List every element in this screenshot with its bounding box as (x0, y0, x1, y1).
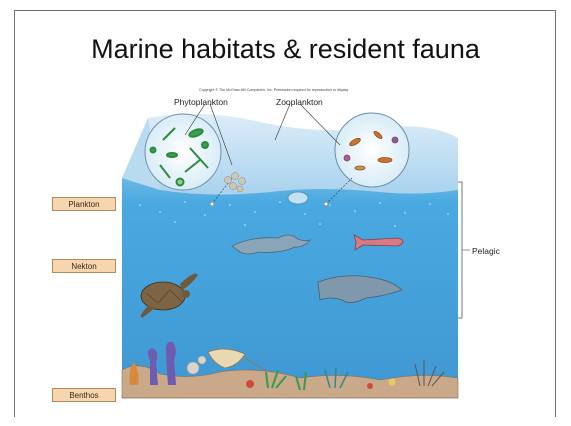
pelagic-bracket (458, 182, 462, 318)
jellyfish (288, 192, 308, 204)
phytoplankton-label: Phytoplankton (174, 97, 228, 107)
phytoplankton-lens (145, 114, 221, 190)
plankton-zone-label: Plankton (52, 197, 116, 211)
pelagic-zone-label: Pelagic (472, 246, 500, 256)
zooplankton-lens (335, 113, 409, 187)
nekton-zone-label: Nekton (52, 259, 116, 273)
zooplankton-label: Zooplankton (276, 97, 323, 107)
benthos-zone-label: Benthos (52, 388, 116, 402)
